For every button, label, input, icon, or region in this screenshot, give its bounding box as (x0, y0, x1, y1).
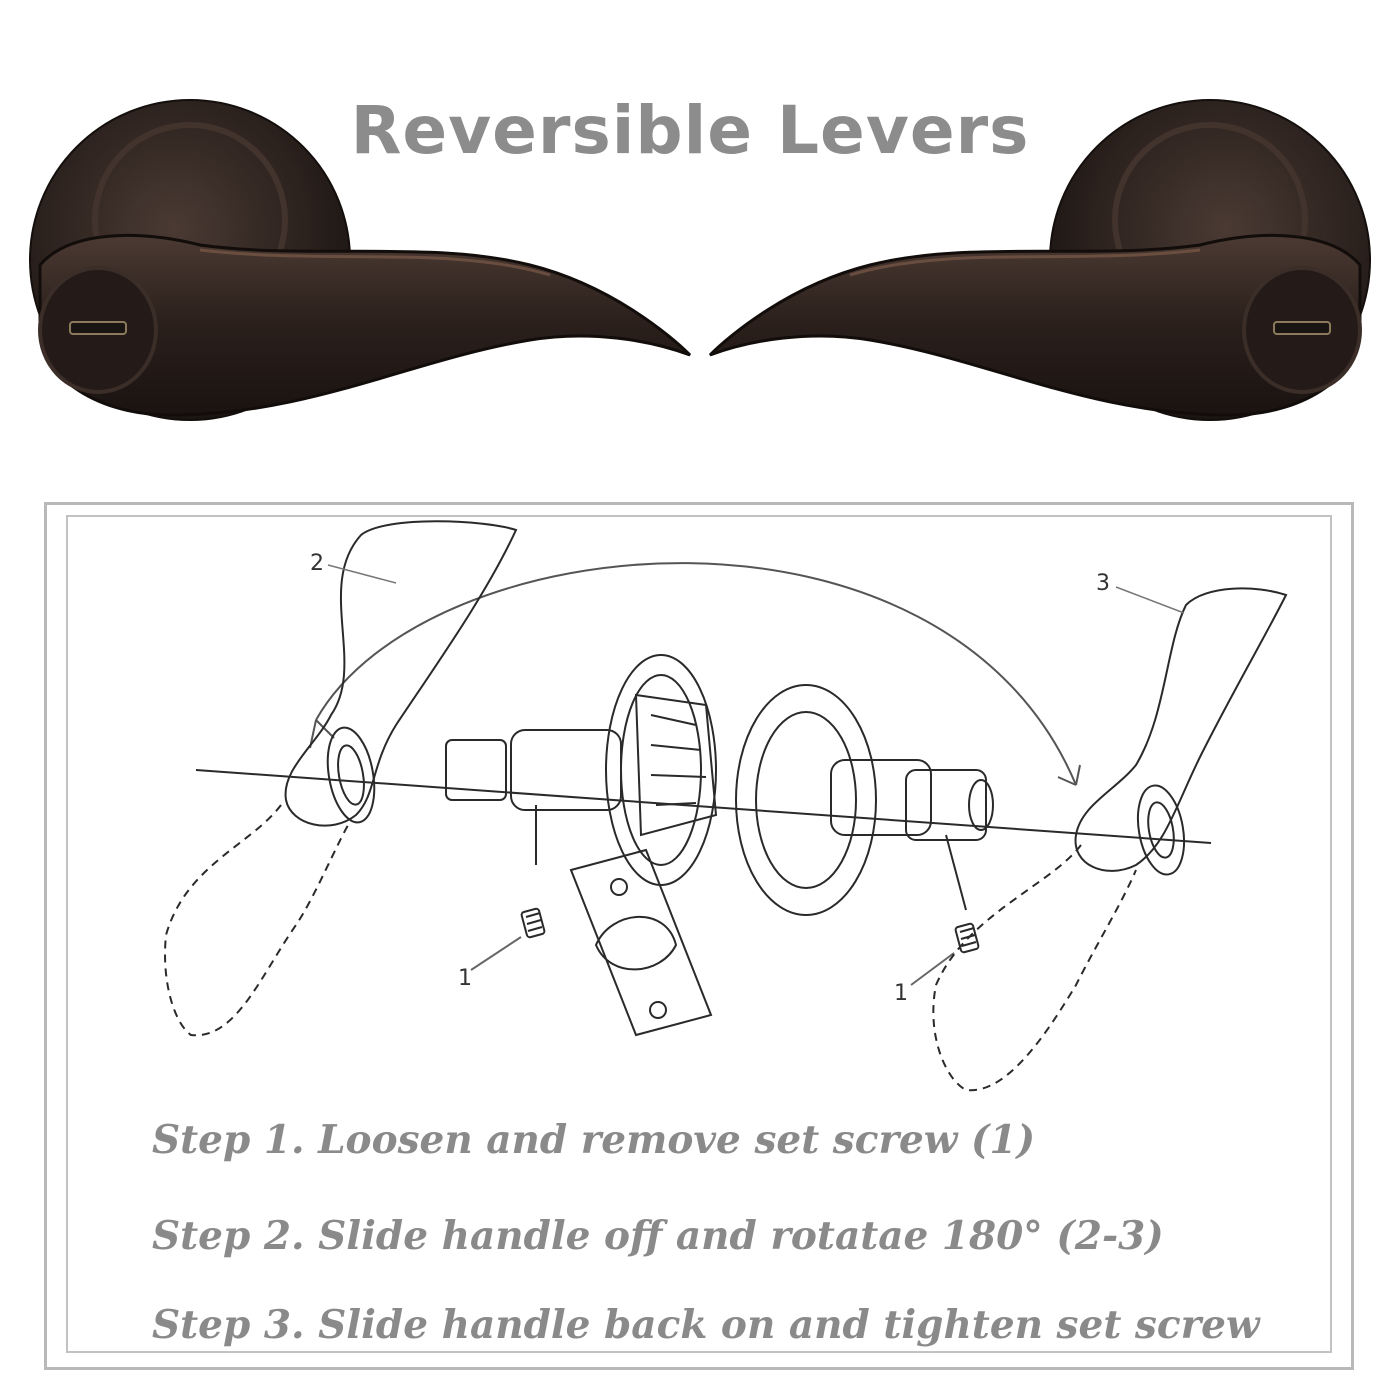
rotation-arrow (315, 562, 1077, 786)
instruction-step-2: Step 2. Slide handle off and rotatae 180… (152, 1213, 1164, 1259)
diagram-frame-outer (44, 502, 1354, 1370)
instruction-step-1: Step 1. Loosen and remove set screw (1) (152, 1117, 1036, 1163)
callout-1-right: 1 (894, 981, 908, 1006)
latch-plate (569, 848, 713, 1037)
callout-1-left: 1 (458, 966, 472, 991)
set-screw-left (470, 907, 546, 971)
lever-outline-right (1074, 587, 1288, 872)
emergency-slot-icon (69, 321, 127, 335)
axis-line (195, 769, 1212, 844)
page-title: Reversible Levers (350, 92, 1030, 169)
lever-outline-left (284, 520, 518, 827)
set-screw-right (910, 922, 980, 986)
exploded-diagram: 2 3 1 1 (164, 520, 1288, 1092)
instruction-step-3: Step 3. Slide handle back on and tighten… (152, 1302, 1260, 1348)
lever-arm (38, 234, 692, 417)
lever-photo-right (708, 99, 1371, 421)
lever-photo-left (29, 99, 692, 421)
callout-2: 2 (310, 551, 324, 576)
callout-3: 3 (1096, 571, 1110, 596)
diagram-frame-inner (66, 515, 1332, 1353)
